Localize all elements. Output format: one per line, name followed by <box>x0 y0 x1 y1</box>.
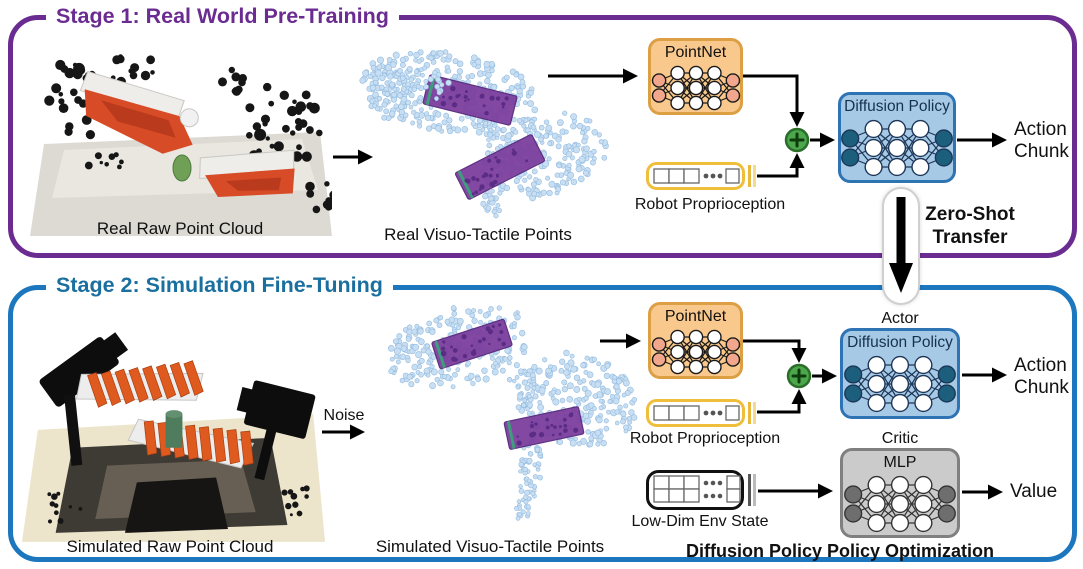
algorithm-label: Diffusion Policy Policy Optimization <box>685 541 995 561</box>
sim-raw-pointcloud-graphic <box>21 332 326 542</box>
sim-visuo-tactile-caption: Simulated Visuo-Tactile Points <box>375 537 605 556</box>
diffusion-policy-network-icon <box>844 355 956 413</box>
actor-diffusion-policy-block: Diffusion Policy <box>840 328 960 419</box>
sim-raw-caption: Simulated Raw Point Cloud <box>66 537 274 556</box>
mlp-network-icon <box>844 475 956 533</box>
diffusion-policy-block-stage1: Diffusion Policy <box>838 92 956 183</box>
pointnet-label-stage2: PointNet <box>664 308 727 325</box>
real-visuo-tactile-graphic <box>359 49 609 219</box>
proprioception-caption-stage1: Robot Proprioception <box>634 196 786 213</box>
lowdim-caption: Low-Dim Env State <box>631 513 769 530</box>
actor-label: Actor <box>881 310 919 327</box>
lowdim-vector-icon <box>646 470 756 510</box>
real-raw-pointcloud-image <box>30 38 332 236</box>
real-raw-pointcloud-graphic <box>30 54 332 236</box>
sim-raw-pointcloud-image <box>18 298 330 543</box>
real-visuo-tactile-caption: Real Visuo-Tactile Points <box>384 225 572 244</box>
sim-visuo-tactile-graphic <box>387 305 638 521</box>
pointnet-network-icon <box>651 65 740 111</box>
diffusion-policy-label-stage1: Diffusion Policy <box>844 98 950 115</box>
critic-mlp-block: MLP <box>840 448 960 538</box>
proprioception-vector-stage2 <box>646 399 758 427</box>
lowdim-state-vector <box>646 470 758 510</box>
proprio-vector-icon <box>646 162 756 190</box>
pointnet-network-icon <box>651 329 740 375</box>
stage1-box <box>8 15 1077 258</box>
mlp-label: MLP <box>883 454 917 471</box>
diffusion-policy-network-icon <box>841 119 953 177</box>
stage1-title: Stage 1: Real World Pre-Training <box>46 3 399 29</box>
pointnet-block-stage1: PointNet <box>648 38 743 115</box>
proprioception-vector-stage1 <box>646 162 758 190</box>
value-label: Value <box>1010 481 1058 502</box>
proprioception-caption-stage2: Robot Proprioception <box>629 430 781 447</box>
diffusion-policy-label-stage2: Diffusion Policy <box>847 334 953 351</box>
critic-label: Critic <box>881 430 919 447</box>
zero-shot-transfer-label: Zero-Shot Transfer <box>925 204 1015 248</box>
action-chunk-label-stage2: Action Chunk <box>1014 355 1069 398</box>
zero-shot-transfer-capsule <box>882 187 920 305</box>
stage2-box <box>8 285 1077 562</box>
transfer-down-arrow-icon <box>889 197 913 293</box>
sim-visuo-tactile-image <box>372 292 648 524</box>
real-visuo-tactile-image <box>352 34 628 224</box>
noise-label: Noise <box>323 407 365 424</box>
pointnet-label-stage1: PointNet <box>664 44 727 61</box>
stage2-title: Stage 2: Simulation Fine-Tuning <box>46 272 393 298</box>
real-raw-caption: Real Raw Point Cloud <box>96 219 264 238</box>
action-chunk-label-stage1: Action Chunk <box>1014 119 1069 162</box>
proprio-vector-icon <box>646 399 756 427</box>
pointnet-block-stage2: PointNet <box>648 302 743 379</box>
